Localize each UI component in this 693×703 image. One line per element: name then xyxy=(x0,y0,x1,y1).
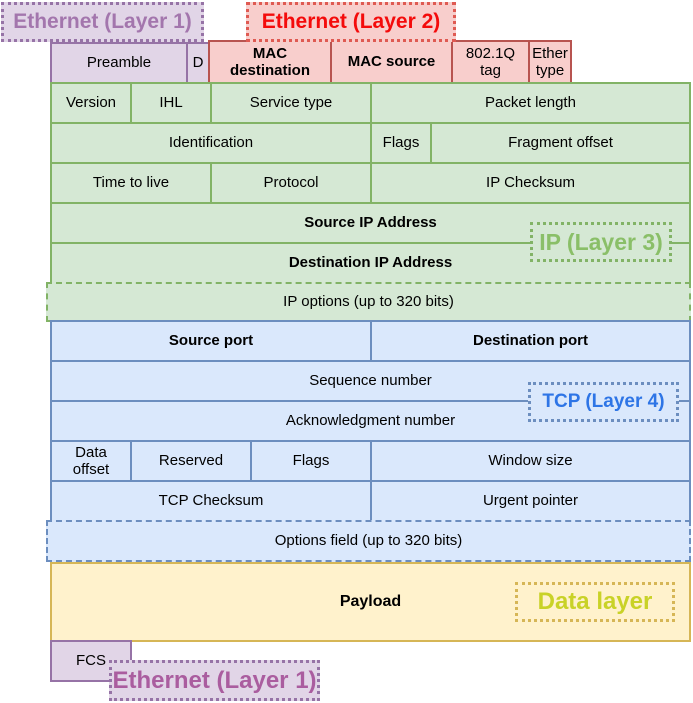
cell-8021q-tag: 802.1Q tag xyxy=(451,40,530,84)
label-tcp-layer4: TCP (Layer 4) xyxy=(528,382,679,422)
cell-tcp-reserved: Reserved xyxy=(130,440,252,482)
label-ethernet-layer1-top: Ethernet (Layer 1) xyxy=(1,2,204,42)
cell-tcp-window-size: Window size xyxy=(370,440,691,482)
cell-ip-service-type: Service type xyxy=(210,82,372,124)
cell-tcp-urgent-pointer: Urgent pointer xyxy=(370,480,691,522)
label-data-layer: Data layer xyxy=(515,582,675,622)
cell-tcp-flags: Flags xyxy=(250,440,372,482)
cell-ip-identification: Identification xyxy=(50,122,372,164)
cell-ip-packet-length: Packet length xyxy=(370,82,691,124)
cell-sfd: D xyxy=(186,42,210,84)
cell-ip-options: IP options (up to 320 bits) xyxy=(46,282,691,322)
cell-ip-ihl: IHL xyxy=(130,82,212,124)
label-ip-layer3: IP (Layer 3) xyxy=(530,222,672,262)
label-ethernet-layer2: Ethernet (Layer 2) xyxy=(246,2,456,42)
cell-ip-checksum: IP Checksum xyxy=(370,162,691,204)
cell-ip-fragment-offset: Fragment offset xyxy=(430,122,691,164)
cell-tcp-checksum: TCP Checksum xyxy=(50,480,372,522)
cell-tcp-destination-port: Destination port xyxy=(370,320,691,362)
cell-ip-ttl: Time to live xyxy=(50,162,212,204)
cell-mac-destination: MAC destination xyxy=(208,40,332,84)
cell-ip-flags: Flags xyxy=(370,122,432,164)
cell-tcp-data-offset: Data offset xyxy=(50,440,132,482)
cell-ip-protocol: Protocol xyxy=(210,162,372,204)
cell-preamble: Preamble xyxy=(50,42,188,84)
label-ethernet-layer1-bottom: Ethernet (Layer 1) xyxy=(109,660,320,701)
cell-tcp-options: Options field (up to 320 bits) xyxy=(46,520,691,562)
cell-tcp-source-port: Source port xyxy=(50,320,372,362)
cell-ip-version: Version xyxy=(50,82,132,124)
cell-mac-source: MAC source xyxy=(330,40,453,84)
cell-ether-type: Ether type xyxy=(528,40,572,84)
